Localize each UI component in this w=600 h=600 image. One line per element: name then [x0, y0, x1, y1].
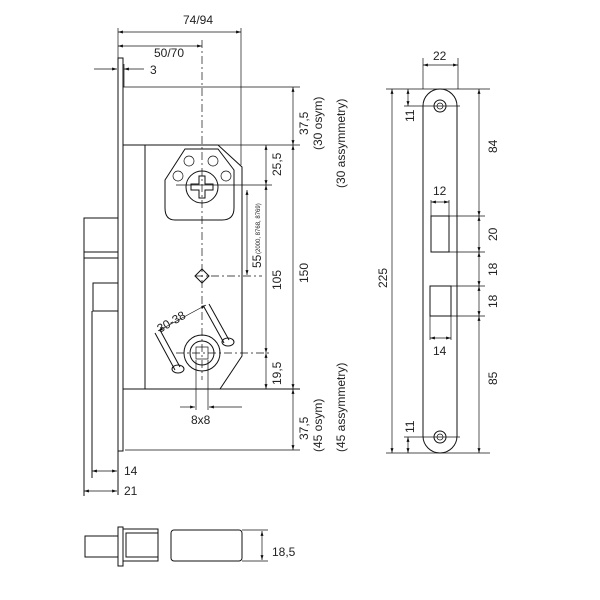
latch-total-label: 21	[124, 484, 138, 498]
gap-label: 18	[486, 262, 500, 276]
cylinder-plate	[164, 148, 235, 221]
cylinder-cross-icon	[190, 175, 214, 199]
spindle-size-label: 8x8	[191, 413, 211, 427]
plate-width-label: 22	[433, 49, 447, 63]
top-offset-label: 37,5	[297, 111, 311, 135]
case-thickness-label: 18,5	[272, 545, 296, 559]
faceplate-thickness-label: 3	[150, 63, 157, 77]
width-label: 74/94	[183, 13, 213, 27]
to-latch-label: 84	[486, 139, 500, 153]
center-distance-note: (2000, 8768, 8769)	[256, 203, 262, 254]
top-hole-label: 11	[403, 109, 417, 122]
bottom-hole-label: 11	[403, 420, 417, 433]
plate-height-label: 225	[376, 268, 390, 288]
bolt-width-label: 14	[433, 344, 447, 358]
screw-spacing-label: 30-38	[155, 308, 189, 336]
diamond-marker	[194, 268, 210, 284]
case-body	[217, 144, 243, 390]
screw-holes	[172, 155, 232, 182]
side-dimensions: 74/94 50/70 3 37,5 (30 osym) (30 assymme…	[84, 13, 348, 498]
bolt-opening	[429, 285, 452, 317]
strike-plate: 22 225 11 11 12 14 84 20 18 18 85	[376, 49, 500, 454]
backset-label: 50/70	[154, 46, 184, 60]
cylinder-hole	[185, 170, 219, 204]
latch-projection-label: 14	[124, 464, 138, 478]
angled-screws	[154, 303, 235, 374]
spindle-to-bottom-label: 19,5	[270, 361, 284, 385]
faceplate	[117, 57, 124, 452]
top-offset-note1: (30 osym)	[311, 97, 325, 150]
cylinder-to-top-label: 25,5	[270, 152, 284, 176]
bottom-offset-label: 37,5	[297, 416, 311, 440]
latch-width-label: 12	[433, 184, 447, 198]
dead-bolt	[92, 282, 119, 312]
bottom-offset-note1: (45 osym)	[311, 399, 325, 452]
latch-height-label: 20	[486, 227, 500, 241]
top-offset-note2: (30 assymmetry)	[334, 99, 348, 188]
latch-bolt	[83, 217, 119, 253]
center-distance-label: 55	[250, 254, 264, 268]
case-height-label: 150	[297, 263, 311, 283]
lock-top-view: 18,5	[84, 526, 296, 567]
bottom-offset-note2: (45 assymmetry)	[334, 363, 348, 452]
bolt-height-label: 18	[486, 294, 500, 308]
latch-opening	[430, 215, 450, 253]
to-bottom-label: 85	[486, 371, 500, 385]
cylinder-to-spindle-label: 105	[270, 270, 284, 290]
